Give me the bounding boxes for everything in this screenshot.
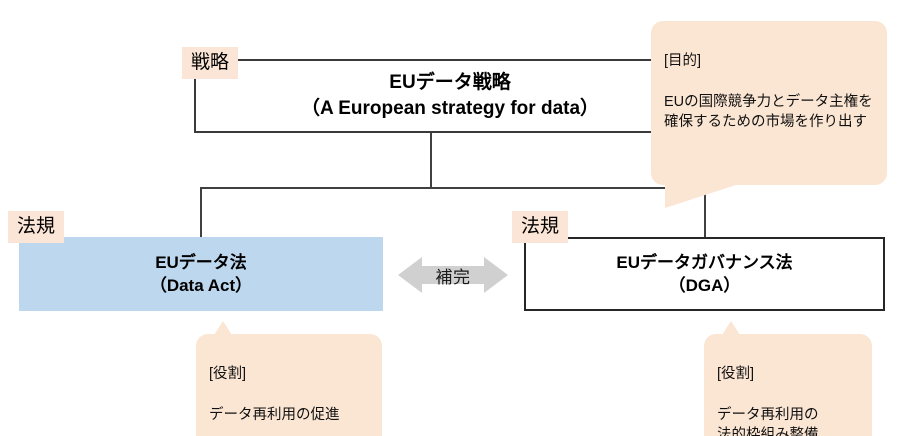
callout-role-right-body: データ再利用の 法的枠組み整備 — [717, 406, 819, 436]
callout-purpose-body: EUの国際競争力とデータ主権を 確保するための市場を作り出す — [664, 93, 873, 131]
connector-strategy-stem — [430, 133, 432, 189]
callout-role-right-tail — [722, 321, 740, 335]
node-data-act-title-ja: EUデータ法 — [155, 252, 247, 272]
connector-branch-left — [200, 187, 202, 238]
callout-role-right-heading: [役割] — [717, 365, 755, 382]
tag-law-right: 法規 — [512, 211, 569, 243]
callout-role-dga: [役割] データ再利用の 法的枠組み整備 — [704, 321, 872, 436]
callout-role-left-body: データ再利用の促進 — [209, 406, 340, 423]
connector-branch-right — [704, 187, 706, 238]
connector-horizontal-bus — [200, 187, 706, 189]
complement-arrow-label: 補完 — [435, 267, 471, 287]
node-strategy-title-en: （A European strategy for data） — [300, 98, 600, 119]
callout-role-data-act: [役割] データ再利用の促進 — [196, 321, 382, 436]
node-eu-data-act[interactable]: EUデータ法 （Data Act） — [19, 237, 383, 311]
callout-role-left-tail — [214, 321, 232, 335]
callout-purpose: [目的] EUの国際競争力とデータ主権を 確保するための市場を作り出す — [651, 21, 887, 209]
node-eu-data-strategy[interactable]: EUデータ戦略 （A European strategy for data） — [194, 59, 706, 133]
node-dga-title-en: （DGA） — [668, 276, 741, 295]
callout-purpose-tail — [665, 184, 739, 209]
node-dga-title-ja: EUデータガバナンス法 — [616, 252, 793, 272]
node-eu-data-governance-act[interactable]: EUデータガバナンス法 （DGA） — [524, 237, 885, 311]
complement-double-arrow-icon: 補完 — [398, 255, 508, 295]
callout-purpose-heading: [目的] — [664, 52, 702, 69]
callout-role-left-heading: [役割] — [209, 365, 247, 382]
tag-law-left: 法規 — [8, 211, 65, 243]
node-data-act-title-en: （Data Act） — [149, 276, 253, 295]
tag-strategy: 戦略 — [182, 47, 239, 79]
node-strategy-title-ja: EUデータ戦略 — [389, 71, 511, 93]
